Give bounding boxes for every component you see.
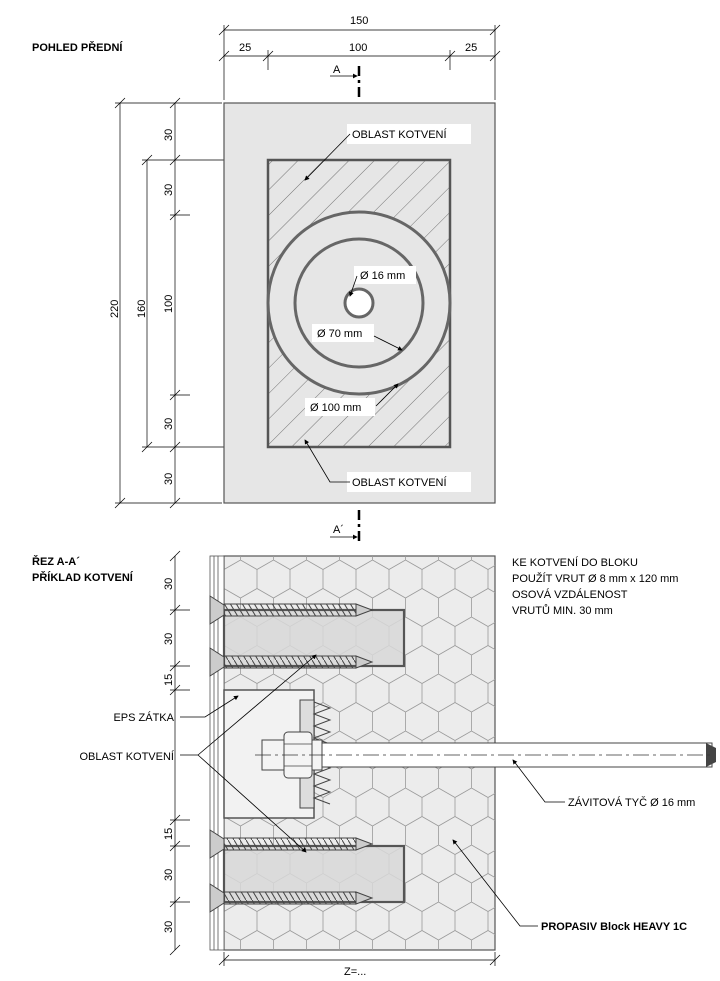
note-line-4: VRUTŮ MIN. 30 mm bbox=[512, 604, 613, 617]
screw-2 bbox=[209, 647, 374, 677]
note-line-3: OSOVÁ VZDÁLENOST bbox=[512, 588, 628, 601]
left-dimensions: 220 160 30 30 100 30 30 bbox=[109, 97, 266, 509]
dim-inner-5: 30 bbox=[163, 473, 175, 485]
screw-3 bbox=[209, 829, 374, 859]
dim-inner-1: 30 bbox=[163, 129, 175, 141]
screw-4 bbox=[209, 883, 374, 913]
section-mark-top: A bbox=[330, 64, 361, 100]
section-dim-5: 30 bbox=[163, 869, 175, 881]
dim-mid-height: 160 bbox=[136, 300, 148, 318]
note-line-2: POUŽÍT VRUT Ø 8 mm x 120 mm bbox=[512, 572, 678, 585]
hole-diameter-label: Ø 16 mm bbox=[360, 270, 405, 282]
section-dim-4: 15 bbox=[163, 828, 175, 840]
section-dim-3: 15 bbox=[163, 674, 175, 686]
outer-circle-label: Ø 100 mm bbox=[310, 402, 361, 414]
dim-part-center: 100 bbox=[349, 42, 367, 54]
dim-inner-3: 100 bbox=[163, 295, 175, 313]
section-mark-top-label: A bbox=[333, 64, 341, 76]
dim-inner-4: 30 bbox=[163, 418, 175, 430]
dim-total-height: 220 bbox=[109, 300, 121, 318]
note-line-1: KE KOTVENÍ DO BLOKU bbox=[512, 556, 638, 569]
section-dim-2: 30 bbox=[163, 633, 175, 645]
section-dim-1: 30 bbox=[163, 578, 175, 590]
inner-circle-label: Ø 70 mm bbox=[317, 328, 362, 340]
dim-inner-2: 30 bbox=[163, 184, 175, 196]
screw-1 bbox=[209, 595, 374, 625]
top-dimensions: 150 25 100 25 bbox=[218, 15, 501, 100]
dim-part-right: 25 bbox=[465, 42, 477, 54]
section-title-line1: ŘEZ A-A´ bbox=[32, 555, 80, 568]
label-eps-plug: EPS ZÁTKA bbox=[113, 711, 174, 724]
center-hole-16 bbox=[343, 287, 375, 319]
dim-total-width: 150 bbox=[350, 15, 368, 27]
dim-z: Z=... bbox=[344, 966, 366, 978]
label-anchor-area-top: OBLAST KOTVENÍ bbox=[352, 128, 447, 141]
label-block: PROPASIV Block HEAVY 1C bbox=[541, 921, 687, 933]
label-anchor-area-section: OBLAST KOTVENÍ bbox=[79, 750, 174, 763]
label-anchor-area-bottom: OBLAST KOTVENÍ bbox=[352, 476, 447, 489]
section-title-line2: PŘÍKLAD KOTVENÍ bbox=[32, 571, 134, 584]
section-mark-bottom-label: A´ bbox=[333, 524, 344, 536]
section-mark-bottom: A´ bbox=[330, 510, 361, 545]
section-dim-6: 30 bbox=[163, 921, 175, 933]
label-threaded-rod: ZÁVITOVÁ TYČ Ø 16 mm bbox=[568, 796, 695, 809]
dim-part-left: 25 bbox=[239, 42, 251, 54]
section-left-dimensions: 30 30 15 15 30 30 bbox=[163, 550, 190, 956]
front-view-title: POHLED PŘEDNÍ bbox=[32, 41, 123, 54]
section-bottom-dimension: Z=... bbox=[218, 952, 501, 978]
